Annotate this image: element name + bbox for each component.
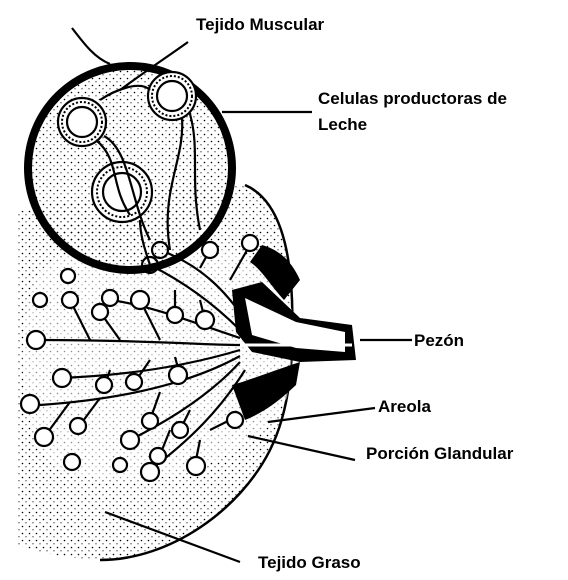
label-celulas-productoras-line2: Leche: [318, 114, 367, 135]
label-tejido-graso: Tejido Graso: [258, 552, 361, 573]
label-pezon: Pezón: [414, 330, 464, 351]
label-areola: Areola: [378, 396, 431, 417]
label-tejido-muscular: Tejido Muscular: [196, 14, 324, 35]
label-porcion-glandular: Porción Glandular: [366, 443, 513, 464]
label-celulas-productoras-line1: Celulas productoras de: [318, 88, 507, 109]
